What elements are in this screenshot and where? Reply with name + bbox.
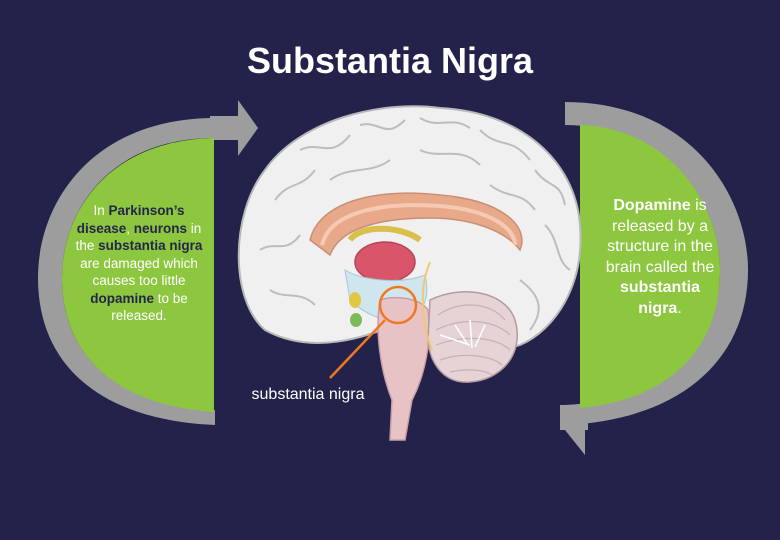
text-run: In xyxy=(93,203,109,218)
text-run: is released by a structure in the brain … xyxy=(605,197,715,276)
right-cycle-arrow xyxy=(560,102,748,455)
text-run: neurons xyxy=(133,220,188,236)
text-run: . xyxy=(677,299,682,317)
label-pointer-line xyxy=(329,319,386,379)
text-run: , xyxy=(126,220,134,236)
text-run: Parkinson’s disease xyxy=(76,203,185,236)
right-green-panel xyxy=(580,125,720,408)
text-run: to be released. xyxy=(111,290,188,324)
text-run: substantia nigra xyxy=(619,279,700,317)
text-run: substantia nigra xyxy=(98,238,203,253)
substantia-nigra-marker xyxy=(378,285,418,325)
left-green-panel xyxy=(62,138,214,412)
substantia-nigra-label: substantia nigra xyxy=(251,386,365,403)
text-run: are damaged which causes too little xyxy=(80,255,198,289)
text-run: dopamine xyxy=(90,290,154,306)
left-cycle-arrow xyxy=(38,100,258,425)
right-panel-text: Dopamine is released by a structure in t… xyxy=(596,196,724,319)
text-run: in the xyxy=(75,220,202,254)
slide-title: Substantia Nigra xyxy=(246,40,534,81)
brain-illustration xyxy=(237,105,582,441)
text-run: Dopamine xyxy=(613,197,691,214)
left-panel-text: In Parkinson’s disease, neurons in the s… xyxy=(74,202,204,325)
